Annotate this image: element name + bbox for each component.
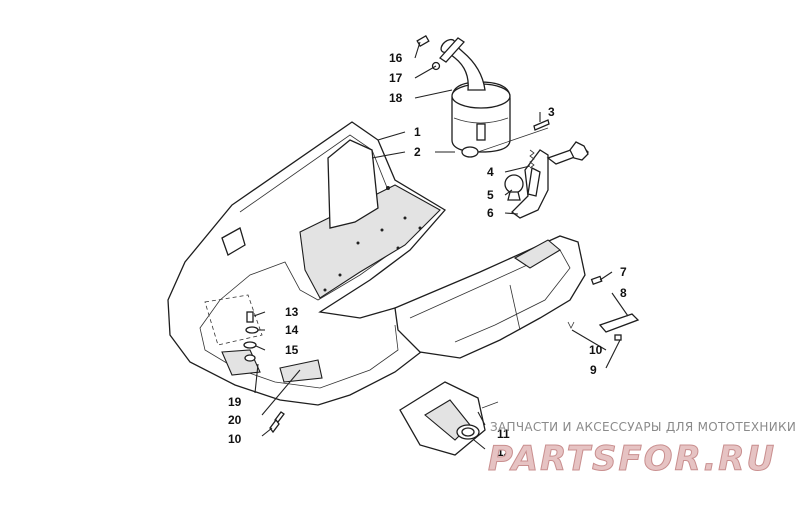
callout-8: 8: [620, 286, 627, 300]
callout-1: 1: [414, 125, 421, 139]
callout-15: 15: [285, 343, 299, 357]
callout-14: 14: [285, 323, 299, 337]
plate-parts: [567, 275, 640, 341]
callout-10-belly: 10: [228, 432, 242, 446]
callout-4: 4: [487, 165, 494, 179]
belly-pan: [167, 121, 447, 406]
callout-6: 6: [487, 206, 494, 220]
leader-lines: [253, 41, 629, 450]
callout-17: 17: [389, 71, 403, 85]
watermark-logo: PARTSFOR.RU: [488, 439, 776, 479]
watermark: ЗАПЧАСТИ И АКСЕССУАРЫ ДЛЯ МОТОТЕХНИКИ PA…: [488, 420, 796, 480]
callout-18: 18: [389, 91, 403, 105]
callout-5: 5: [487, 188, 494, 202]
callout-11: 11: [497, 427, 510, 441]
clamp-parts: [416, 35, 465, 71]
silencer-assembly: [440, 38, 511, 158]
callout-19: 19: [228, 395, 242, 409]
watermark-tagline: ЗАПЧАСТИ И АКСЕССУАРЫ ДЛЯ МОТОТЕХНИКИ: [490, 420, 796, 434]
callout-labels: 1 2 3 4 5 6 7 8 9 10 10 11 12 13 14 15 1…: [228, 51, 627, 459]
callout-20: 20: [228, 413, 242, 427]
callout-7: 7: [620, 265, 627, 279]
callout-9: 9: [590, 363, 597, 377]
funnel-part: [399, 381, 499, 456]
duct-body: [394, 235, 586, 359]
bracket-assembly: [504, 119, 590, 219]
callout-13: 13: [285, 305, 299, 319]
callout-10-plate: 10: [589, 343, 603, 357]
callout-16: 16: [389, 51, 403, 65]
callout-2: 2: [414, 145, 421, 159]
hardware-parts: [204, 294, 285, 434]
callout-3: 3: [548, 105, 555, 119]
callout-12: 12: [497, 445, 511, 459]
